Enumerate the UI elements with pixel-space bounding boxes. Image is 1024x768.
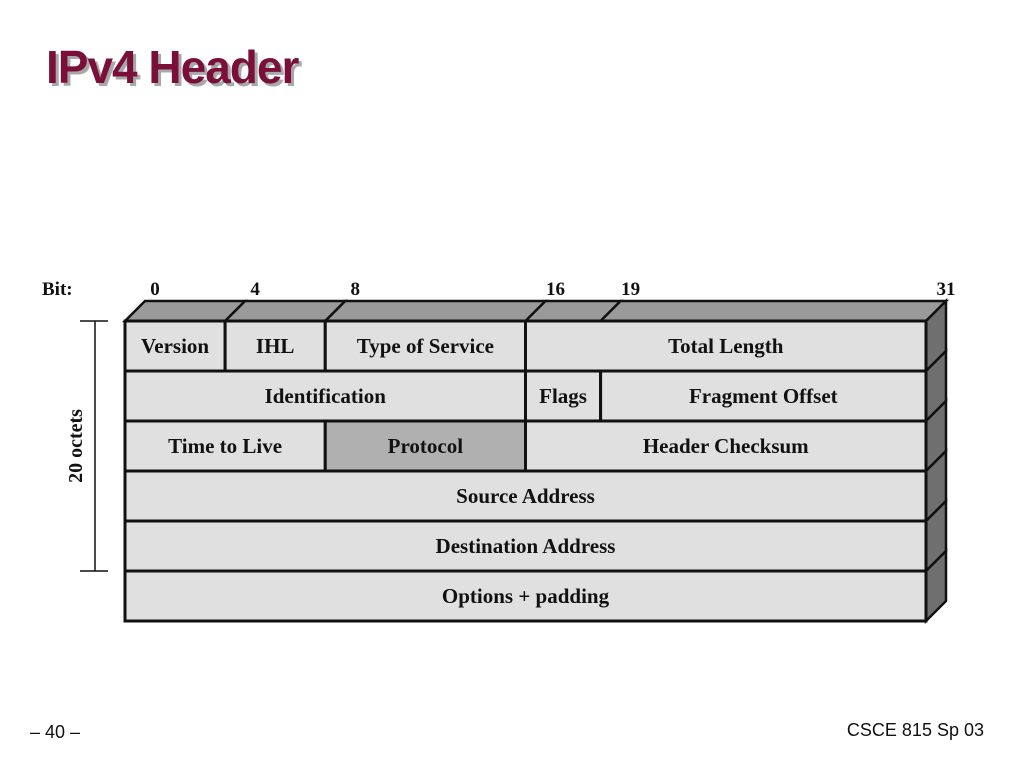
field-label: Type of Service	[357, 334, 494, 358]
bit-mark: 4	[250, 279, 260, 300]
field-label: Options + padding	[442, 584, 610, 608]
header-row: Options + padding	[123, 569, 928, 623]
header-row: Source Address	[123, 469, 928, 523]
header-row: Version IHL Type of Service Total Length	[123, 319, 928, 373]
field-label: Version	[141, 334, 209, 358]
header-row: Time to Live Protocol Header Checksum	[123, 419, 928, 473]
bit-mark: 19	[621, 279, 640, 300]
header-row: Destination Address	[123, 519, 928, 573]
course-label: CSCE 815 Sp 03	[846, 720, 984, 740]
field-label: Identification	[265, 384, 387, 408]
depth-faces	[121, 297, 950, 625]
field-label: Protocol	[388, 434, 464, 458]
field-cell	[599, 369, 928, 423]
field-label: Flags	[539, 384, 587, 408]
header-row: Identification Flags Fragment Offset	[123, 369, 928, 423]
bit-ruler: Bit: 0 4 8 16 19 31	[42, 279, 955, 300]
field-label: Destination Address	[436, 534, 616, 558]
field-cell	[123, 419, 327, 473]
header-rows: Version IHL Type of Service Total LengthIde…	[123, 319, 928, 623]
field-label: Source Address	[456, 484, 595, 508]
field-label: Header Checksum	[643, 434, 809, 458]
slide-title: IPv4 Header	[46, 41, 299, 93]
bit-mark: 31	[936, 279, 955, 300]
octets-label: 20 octets	[65, 409, 87, 483]
field-cell	[123, 569, 928, 623]
field-label: Fragment Offset	[689, 384, 838, 408]
field-label: IHL	[256, 334, 295, 358]
bit-caption: Bit:	[42, 279, 73, 300]
bit-mark: 8	[351, 279, 361, 300]
field-cell	[524, 419, 928, 473]
bit-mark: 16	[546, 279, 565, 300]
field-label: Total Length	[668, 334, 784, 358]
field-cell	[123, 369, 527, 423]
field-label: Time to Live	[168, 434, 282, 458]
top-face	[322, 299, 549, 323]
bit-mark: 0	[150, 279, 160, 300]
octets-brace: 20 octets	[65, 320, 108, 572]
top-face	[597, 299, 950, 323]
page-number: – 40 –	[30, 722, 81, 742]
field-cell	[123, 469, 928, 523]
